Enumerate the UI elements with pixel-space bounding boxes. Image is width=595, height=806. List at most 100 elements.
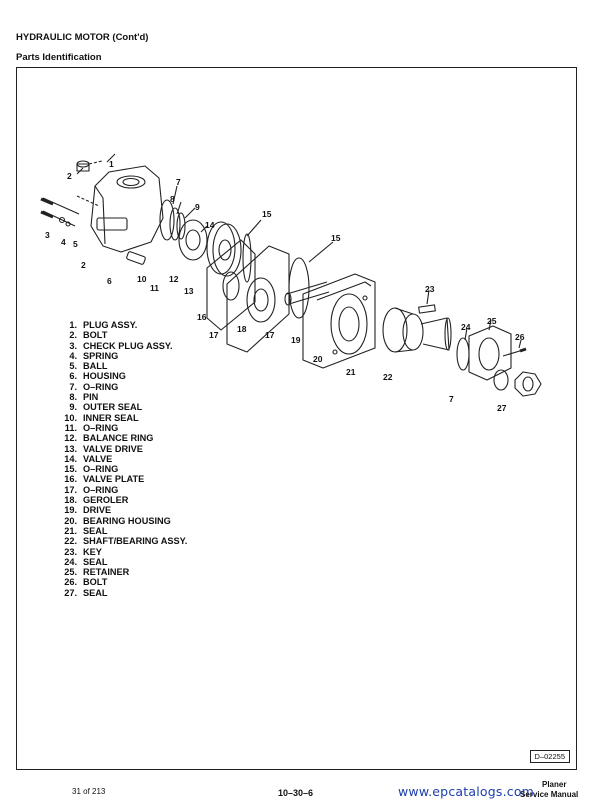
legend-item: 15. O–RING — [61, 464, 187, 474]
legend-item-number: 8. — [69, 392, 77, 403]
legend-item: 7. O–RING — [61, 382, 187, 392]
figure-frame: 1 2 3 4 5 2 6 7 8 9 10 11 12 13 14 15 16… — [16, 67, 577, 770]
legend-item-number: 15. — [64, 464, 77, 475]
legend-item: 10.INNER SEAL — [61, 413, 187, 423]
callout-label: 16 — [197, 312, 207, 322]
callout-label: 18 — [237, 324, 247, 334]
callout-label: 15 — [331, 233, 341, 243]
callout-label: 13 — [184, 286, 194, 296]
callout-label: 12 — [169, 274, 179, 284]
callout-label: 14 — [205, 220, 215, 230]
legend-item-name: O–RING — [83, 422, 119, 433]
legend-item-name: VALVE — [83, 453, 113, 464]
legend-item-name: O–RING — [83, 381, 119, 392]
exploded-view-drawing: 1 2 3 4 5 2 6 7 8 9 10 11 12 13 14 15 16… — [40, 153, 542, 413]
callout-label: 23 — [425, 284, 435, 294]
callout-label: 3 — [45, 230, 50, 240]
legend-item-name: O–RING — [83, 464, 119, 475]
legend-item-number: 21. — [64, 525, 77, 536]
callout-label: 24 — [461, 322, 471, 332]
callout-label: 8 — [170, 194, 175, 204]
callout-label: 5 — [73, 239, 78, 249]
callout-label: 17 — [265, 330, 275, 340]
callout-label: 22 — [383, 372, 393, 382]
manual-name: Service Manual — [520, 790, 579, 799]
legend-item: 9. OUTER SEAL — [61, 402, 187, 412]
legend-item: 20. BEARING HOUSING — [61, 516, 187, 526]
callout-label: 17 — [209, 330, 219, 340]
legend-item-number: 1. — [69, 320, 77, 330]
legend-item: 24.SEAL — [61, 557, 187, 567]
legend-item: 19.DRIVE — [61, 505, 187, 515]
legend-item-name: RETAINER — [83, 567, 130, 578]
legend-item: 23. KEY — [61, 547, 187, 557]
legend-item-name: HOUSING — [83, 371, 126, 382]
callout-label: 26 — [515, 332, 525, 342]
legend-item-name: BOLT — [83, 577, 108, 588]
section-subtitle: Parts Identification — [16, 52, 102, 63]
callout-label: 7 — [176, 177, 181, 187]
watermark: www.epcatalogs.com — [398, 784, 535, 799]
drawing-id: D–02255 — [529, 750, 570, 763]
legend-item: 13.VALVE DRIVE — [61, 444, 187, 454]
legend-item: 3.CHECK PLUG ASSY. — [61, 341, 187, 351]
legend-item: 17.O–RING — [61, 485, 187, 495]
legend-item-number: 23. — [64, 546, 77, 557]
legend-item: 8. PIN — [61, 392, 187, 402]
legend-item-number: 14. — [64, 453, 77, 464]
legend-item-number: 27. — [64, 587, 77, 598]
legend-item-number: 26. — [64, 577, 77, 588]
legend-item-number: 3. — [69, 340, 77, 351]
callout-label: 19 — [291, 335, 301, 345]
legend-item-number: 2. — [69, 330, 77, 341]
legend-item-number: 10. — [64, 412, 77, 423]
legend-item-name: VALVE DRIVE — [83, 443, 143, 454]
callout-label: 6 — [107, 276, 112, 286]
legend-item-number: 25. — [64, 567, 77, 578]
callout-label: 15 — [262, 209, 272, 219]
legend-item-number: 12. — [64, 433, 77, 444]
legend-item-name: SPRING — [83, 350, 119, 361]
legend-item-number: 16. — [64, 474, 77, 485]
legend-item: 27. SEAL — [61, 588, 187, 598]
legend-item: 1.PLUG ASSY. — [61, 320, 187, 330]
legend-item: 26. BOLT — [61, 577, 187, 587]
callout-label: 2 — [81, 260, 86, 270]
legend-item-number: 24. — [64, 556, 77, 567]
legend-item-name: BEARING HOUSING — [83, 515, 171, 526]
legend-item-number: 9. — [69, 402, 77, 413]
legend-item-name: PIN — [83, 392, 99, 403]
legend-item-number: 7. — [69, 381, 77, 392]
legend-item: 21. SEAL — [61, 526, 187, 536]
legend-item-name: BOLT — [83, 330, 108, 341]
legend-item-name: SEAL — [83, 587, 108, 598]
brand-name: Planer — [542, 780, 567, 789]
legend-item-number: 17. — [64, 484, 77, 495]
legend-item-name: BALANCE RING — [83, 433, 154, 444]
callout-label: 27 — [497, 403, 507, 413]
legend-item-number: 20. — [64, 515, 77, 526]
legend-item: 18.GEROLER — [61, 495, 187, 505]
legend-item-name: BALL — [83, 361, 108, 372]
legend-item: 22.SHAFT/BEARING ASSY. — [61, 536, 187, 546]
legend-item: 11.O–RING — [61, 423, 187, 433]
legend-item-name: KEY — [83, 546, 102, 557]
callout-label: 25 — [487, 316, 497, 326]
callout-label: 4 — [61, 237, 66, 247]
callout-label: 2 — [67, 171, 72, 181]
legend-item: 16.VALVE PLATE — [61, 474, 187, 484]
legend-item: 4. SPRING — [61, 351, 187, 361]
legend-item-number: 4. — [69, 350, 77, 361]
legend-item: 2. BOLT — [61, 330, 187, 340]
legend-item: 14. VALVE — [61, 454, 187, 464]
legend-item: 5.BALL — [61, 361, 187, 371]
legend-item-number: 18. — [64, 495, 77, 506]
legend-item-name: SEAL — [83, 525, 108, 536]
legend-item-name: SHAFT/BEARING ASSY. — [83, 536, 188, 547]
legend-item-name: OUTER SEAL — [83, 402, 143, 413]
callout-label: 1 — [109, 159, 114, 169]
section-title: HYDRAULIC MOTOR (Cont'd) — [16, 32, 149, 43]
page-count: 31 of 213 — [72, 787, 106, 796]
legend-item-number: 6. — [69, 371, 77, 382]
